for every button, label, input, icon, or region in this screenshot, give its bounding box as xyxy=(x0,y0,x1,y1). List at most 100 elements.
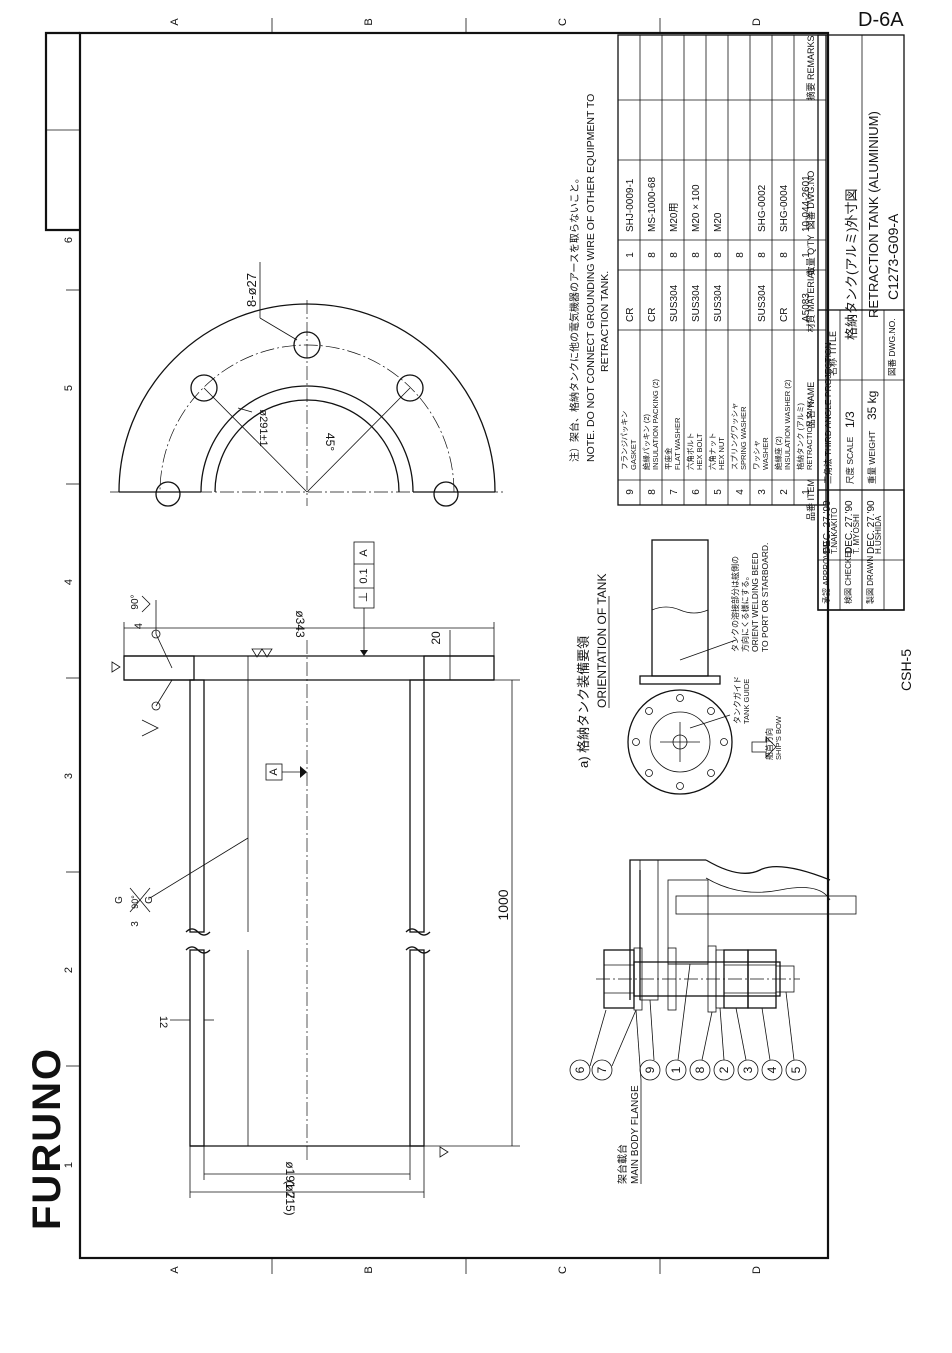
svg-text:MAIN BODY FLANGE: MAIN BODY FLANGE xyxy=(630,1085,641,1184)
dim-20: 20 xyxy=(424,630,456,681)
form-number: CSH-5 xyxy=(898,649,914,691)
header-remarks: 摘要 REMARKS xyxy=(805,35,816,100)
dim-d343: ø343 xyxy=(123,610,495,656)
sheet-stamp: D-6A xyxy=(858,9,904,31)
title-block xyxy=(817,34,905,611)
dwg-number: C1273-G09-A xyxy=(885,213,901,300)
parts-headers: 品番 ITEM 品名 NAME 材質 MATERIAL 数量 Q'TY 図番 D… xyxy=(805,35,816,521)
part-item: 9 xyxy=(625,489,636,495)
flange-bolt-detail xyxy=(596,859,857,1013)
part-qty: 8 xyxy=(757,252,768,258)
part-qty: 8 xyxy=(779,252,790,258)
svg-text:方向にくる様にする。: 方向にくる様にする。 xyxy=(740,572,750,652)
part-item: 5 xyxy=(713,489,724,495)
drawn-name: H.USHIDA xyxy=(874,515,883,554)
svg-text:⊥: ⊥ xyxy=(356,592,370,602)
drawn-date: DEC. 27.'90 xyxy=(866,500,877,554)
svg-text:3: 3 xyxy=(130,921,141,927)
part-qty: 8 xyxy=(691,252,702,258)
svg-text:G: G xyxy=(114,896,125,904)
dim-1000: 1000 xyxy=(424,679,520,1147)
balloon-8: 8 xyxy=(689,1011,713,1081)
part-name-jp: 絶縁パッキン (2) xyxy=(641,413,651,470)
flange-top-view xyxy=(110,300,504,507)
part-name-en: HEX BOLT xyxy=(695,433,704,470)
part-material: SUS304 xyxy=(691,284,702,322)
weight-value: 35 kg xyxy=(865,391,879,420)
svg-text:8-ø27: 8-ø27 xyxy=(244,273,259,307)
svg-text:90°: 90° xyxy=(130,594,141,609)
balloon-5: 5 xyxy=(785,991,807,1081)
part-item: 7 xyxy=(669,489,680,495)
note-en-1: NOTE. DO NOT CONNECT GROUNDING WIRE OF O… xyxy=(585,94,597,462)
part-qty: 1 xyxy=(801,252,812,258)
part-dwg: SHG-0002 xyxy=(757,184,768,232)
part-item: 2 xyxy=(779,489,790,495)
svg-text:1: 1 xyxy=(669,1066,683,1073)
furuno-logo: FURUNO xyxy=(25,1047,69,1230)
col-ref-b-bottom: B xyxy=(363,1266,375,1273)
svg-text:タンクの溶接部分は舷側の: タンクの溶接部分は舷側の xyxy=(730,556,740,652)
part-name-jp: ワッシャ xyxy=(752,440,761,470)
part-name-jp: 絶縁座 (2) xyxy=(773,436,783,470)
svg-text:タンクガイド: タンクガイド xyxy=(732,676,742,724)
part-material: SUS304 xyxy=(757,284,768,322)
projection-label: 三角法 THIRD ANGLE PROJECTION xyxy=(823,342,833,484)
orientation-heading-jp: a) 格納タンク装備要領 xyxy=(576,636,591,768)
part-name-en: INSULATION WASHER (2) xyxy=(783,379,792,470)
header-qty: 数量 Q'TY xyxy=(805,235,816,276)
part-name-jp: スプリングワッシャ xyxy=(729,403,739,471)
part-name-jp: 六角ナット xyxy=(707,433,717,471)
part-material: SUS304 xyxy=(669,284,680,322)
svg-text:SHIP'S BOW: SHIP'S BOW xyxy=(774,715,783,760)
dim-45: 45° xyxy=(323,433,337,451)
part-material: SUS304 xyxy=(713,284,724,322)
row-ref-4: 4 xyxy=(63,579,75,585)
part-qty: 8 xyxy=(713,252,724,258)
part-name-en: GASKET xyxy=(629,439,638,470)
part-name-en: SPRING WASHER xyxy=(739,406,748,470)
checked-name: T. MYOSHI xyxy=(852,514,861,554)
title-jp: 格納タンク(アルミ)外寸図 xyxy=(844,188,859,340)
col-ref-d-top: D xyxy=(751,18,763,26)
col-ref-d-bottom: D xyxy=(751,1266,763,1274)
part-dwg: M20用 xyxy=(669,203,680,232)
balloon-4: 4 xyxy=(761,1007,783,1081)
datum-label: A xyxy=(268,768,280,776)
part-name-jp: 六角ボルト xyxy=(685,433,695,471)
note-en-2: RETRACTION TANK. xyxy=(599,271,611,372)
part-item: 3 xyxy=(757,489,768,495)
balloon-6: 6 xyxy=(569,1009,607,1081)
svg-text:1000: 1000 xyxy=(495,889,511,920)
checked-date: DEC. 27.'90 xyxy=(844,500,855,554)
svg-text:船首方向: 船首方向 xyxy=(764,728,774,760)
part-name-en: RETRACTION TANK xyxy=(805,400,814,470)
dwg-label: 図番 DWG.NO. xyxy=(887,318,897,376)
svg-text:ø343: ø343 xyxy=(293,610,307,638)
tolerance-frame: ⊥ 0.1 A xyxy=(353,541,375,656)
row-ref-2: 2 xyxy=(63,967,75,973)
part-material: A5083 xyxy=(801,293,812,322)
row-ref-1: 1 xyxy=(63,1162,75,1168)
dim-d215: (ø215) xyxy=(189,1146,425,1216)
svg-text:20: 20 xyxy=(429,631,443,645)
svg-text:ø191.7: ø191.7 xyxy=(283,1161,297,1199)
revision-tab xyxy=(44,31,80,232)
col-ref-a-top: A xyxy=(169,18,181,26)
dim-d191: ø191.7 xyxy=(203,1146,411,1199)
svg-text:90°: 90° xyxy=(130,895,140,909)
part-material: CR xyxy=(647,308,658,322)
dim-pcd: ø291±1 xyxy=(257,409,269,446)
balloon-2: 2 xyxy=(713,1007,735,1081)
weight-label: 重量 WEIGHT xyxy=(867,431,877,484)
col-ref-c-bottom: C xyxy=(557,1266,569,1274)
part-name-en: HEX NUT xyxy=(717,437,726,470)
part-dwg: M20 xyxy=(713,212,724,232)
main-body-flange-label: 架台載台 MAIN BODY FLANGE xyxy=(616,1009,642,1184)
svg-text:3: 3 xyxy=(741,1066,755,1073)
title-label: 名称 TITLE xyxy=(827,331,838,376)
header-name: 品名 NAME xyxy=(805,382,816,429)
